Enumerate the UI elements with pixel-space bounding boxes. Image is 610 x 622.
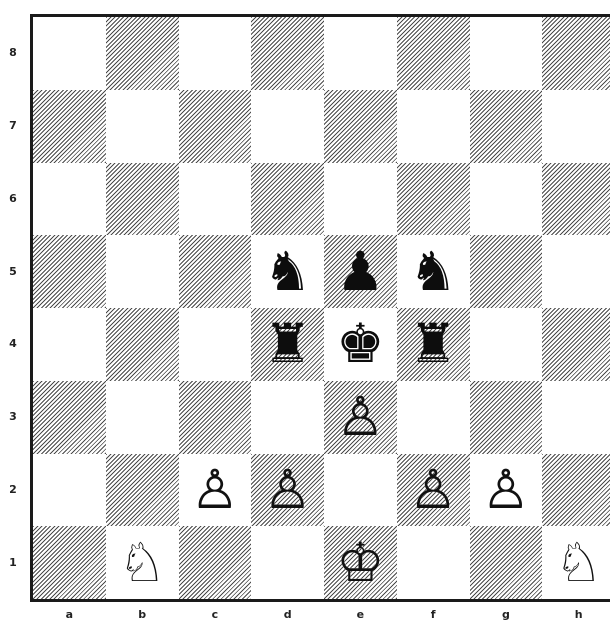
square-d6[interactable] — [251, 163, 324, 236]
square-c8[interactable] — [179, 17, 252, 90]
square-b1[interactable]: ♘ — [106, 526, 179, 599]
black-knight-f5[interactable]: ♞ — [397, 235, 470, 308]
square-f8[interactable] — [397, 17, 470, 90]
square-g5[interactable] — [470, 235, 543, 308]
black-rook-f4[interactable]: ♜ — [397, 308, 470, 381]
square-d7[interactable] — [251, 90, 324, 163]
rank-label-6: 6 — [6, 192, 20, 205]
file-label-b: b — [132, 608, 152, 621]
square-e7[interactable] — [324, 90, 397, 163]
rank-label-1: 1 — [6, 556, 20, 569]
square-e3[interactable]: ♙ — [324, 381, 397, 454]
square-a4[interactable] — [33, 308, 106, 381]
file-label-c: c — [205, 608, 225, 621]
black-pawn-e5[interactable]: ♟ — [324, 235, 397, 308]
square-h3[interactable] — [542, 381, 610, 454]
board-squares: ♞♟♞♜♚♜♙♙♙♙♙♘♔♘ — [33, 17, 610, 599]
square-d3[interactable] — [251, 381, 324, 454]
square-e2[interactable] — [324, 454, 397, 527]
square-e8[interactable] — [324, 17, 397, 90]
square-a2[interactable] — [33, 454, 106, 527]
square-f1[interactable] — [397, 526, 470, 599]
chess-board: ♞♟♞♜♚♜♙♙♙♙♙♘♔♘ — [30, 14, 610, 602]
rank-label-3: 3 — [6, 410, 20, 423]
square-c4[interactable] — [179, 308, 252, 381]
square-b6[interactable] — [106, 163, 179, 236]
square-h4[interactable] — [542, 308, 610, 381]
square-c3[interactable] — [179, 381, 252, 454]
square-b8[interactable] — [106, 17, 179, 90]
black-knight-d5[interactable]: ♞ — [251, 235, 324, 308]
file-label-f: f — [423, 608, 443, 621]
square-h7[interactable] — [542, 90, 610, 163]
square-a7[interactable] — [33, 90, 106, 163]
square-c1[interactable] — [179, 526, 252, 599]
square-a6[interactable] — [33, 163, 106, 236]
square-e6[interactable] — [324, 163, 397, 236]
square-d5[interactable]: ♞ — [251, 235, 324, 308]
square-b5[interactable] — [106, 235, 179, 308]
square-d2[interactable]: ♙ — [251, 454, 324, 527]
square-d1[interactable] — [251, 526, 324, 599]
white-pawn-e3[interactable]: ♙ — [324, 381, 397, 454]
square-h2[interactable] — [542, 454, 610, 527]
square-h5[interactable] — [542, 235, 610, 308]
square-h1[interactable]: ♘ — [542, 526, 610, 599]
square-f6[interactable] — [397, 163, 470, 236]
square-g6[interactable] — [470, 163, 543, 236]
white-pawn-d2[interactable]: ♙ — [251, 454, 324, 527]
square-c6[interactable] — [179, 163, 252, 236]
square-h6[interactable] — [542, 163, 610, 236]
square-g3[interactable] — [470, 381, 543, 454]
square-f3[interactable] — [397, 381, 470, 454]
square-b7[interactable] — [106, 90, 179, 163]
square-b4[interactable] — [106, 308, 179, 381]
white-knight-h1[interactable]: ♘ — [542, 526, 610, 599]
file-label-d: d — [278, 608, 298, 621]
file-label-h: h — [569, 608, 589, 621]
white-king-e1[interactable]: ♔ — [324, 526, 397, 599]
square-f5[interactable]: ♞ — [397, 235, 470, 308]
file-label-g: g — [496, 608, 516, 621]
rank-label-2: 2 — [6, 483, 20, 496]
square-c7[interactable] — [179, 90, 252, 163]
square-b2[interactable] — [106, 454, 179, 527]
square-d4[interactable]: ♜ — [251, 308, 324, 381]
square-f7[interactable] — [397, 90, 470, 163]
square-f4[interactable]: ♜ — [397, 308, 470, 381]
square-c2[interactable]: ♙ — [179, 454, 252, 527]
white-pawn-f2[interactable]: ♙ — [397, 454, 470, 527]
white-knight-b1[interactable]: ♘ — [106, 526, 179, 599]
square-b3[interactable] — [106, 381, 179, 454]
square-g2[interactable]: ♙ — [470, 454, 543, 527]
square-e4[interactable]: ♚ — [324, 308, 397, 381]
rank-label-8: 8 — [6, 46, 20, 59]
black-rook-d4[interactable]: ♜ — [251, 308, 324, 381]
square-g7[interactable] — [470, 90, 543, 163]
square-c5[interactable] — [179, 235, 252, 308]
square-g1[interactable] — [470, 526, 543, 599]
square-g8[interactable] — [470, 17, 543, 90]
square-d8[interactable] — [251, 17, 324, 90]
square-a3[interactable] — [33, 381, 106, 454]
rank-label-4: 4 — [6, 337, 20, 350]
file-label-e: e — [350, 608, 370, 621]
white-pawn-c2[interactable]: ♙ — [179, 454, 252, 527]
square-f2[interactable]: ♙ — [397, 454, 470, 527]
file-label-a: a — [59, 608, 79, 621]
square-a8[interactable] — [33, 17, 106, 90]
square-a5[interactable] — [33, 235, 106, 308]
square-a1[interactable] — [33, 526, 106, 599]
square-h8[interactable] — [542, 17, 610, 90]
rank-label-5: 5 — [6, 265, 20, 278]
square-e1[interactable]: ♔ — [324, 526, 397, 599]
white-pawn-g2[interactable]: ♙ — [470, 454, 543, 527]
rank-label-7: 7 — [6, 119, 20, 132]
black-king-e4[interactable]: ♚ — [324, 308, 397, 381]
square-g4[interactable] — [470, 308, 543, 381]
square-e5[interactable]: ♟ — [324, 235, 397, 308]
